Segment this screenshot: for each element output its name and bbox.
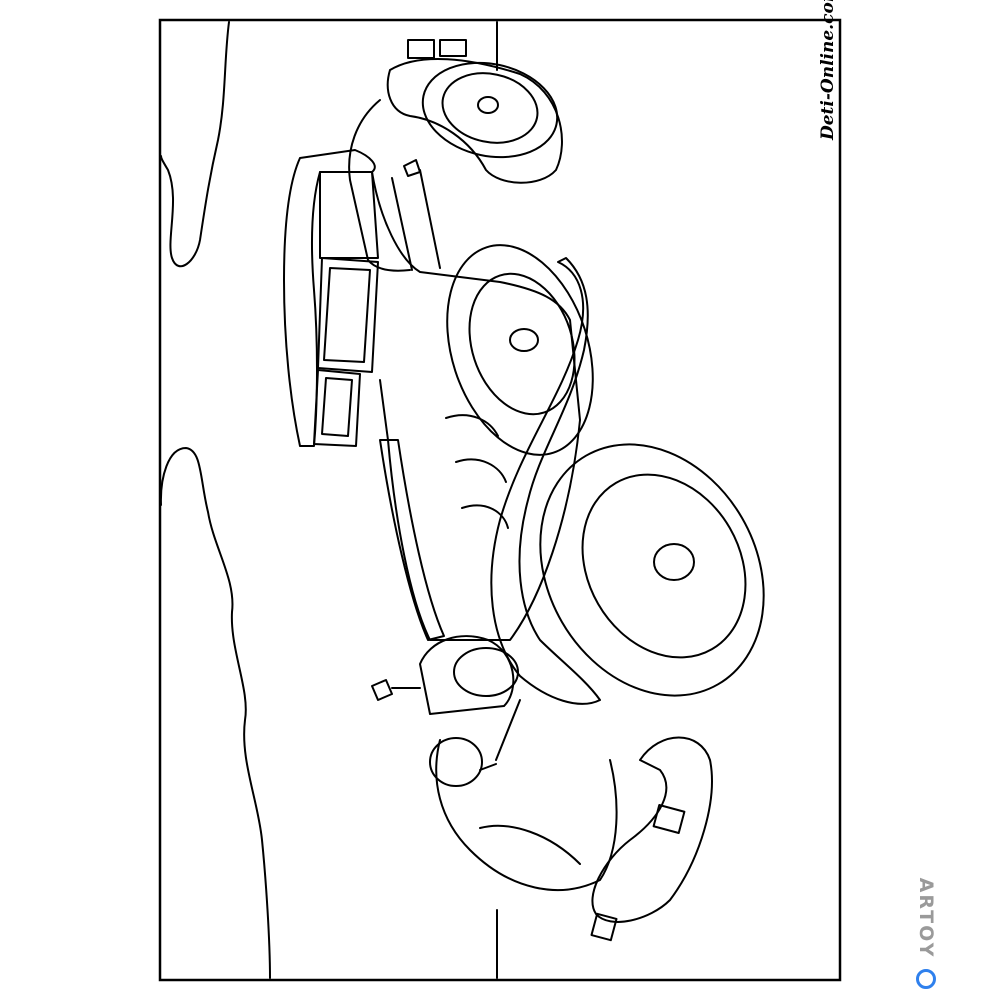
car-mirror bbox=[371, 679, 421, 701]
car-window-front bbox=[317, 257, 379, 373]
landscape-hill-upper bbox=[160, 21, 230, 268]
car-headlight-mount bbox=[419, 635, 515, 715]
car-body-side bbox=[371, 171, 581, 641]
landscape-hill-lower bbox=[159, 447, 271, 979]
car-lamp-arm bbox=[479, 699, 521, 771]
car-middle-wheel-rim bbox=[468, 272, 576, 416]
site-watermark: Deti-Online.com bbox=[818, 0, 838, 141]
car-spare-wheel-hub bbox=[477, 96, 499, 114]
car-middle-wheel bbox=[446, 244, 594, 456]
car-middle-wheel-hub bbox=[509, 328, 539, 352]
car-exhaust-pipes bbox=[445, 414, 509, 529]
car-door-line bbox=[391, 169, 441, 271]
vintage-car bbox=[283, 39, 765, 942]
artoyo-logo: ARTOY bbox=[913, 862, 939, 992]
car-side-lamp bbox=[429, 737, 483, 787]
car-front-fender bbox=[490, 257, 601, 705]
car-bumper-block-2 bbox=[652, 804, 686, 834]
car-roof-inner bbox=[319, 171, 379, 259]
car-window-front-inner bbox=[323, 267, 371, 363]
car-roof bbox=[283, 149, 376, 447]
artoyo-logo-text: ARTOY bbox=[915, 877, 937, 959]
car-rear-fender bbox=[386, 57, 563, 184]
car-front-wheel-rim bbox=[581, 473, 747, 659]
car-bumper bbox=[591, 736, 713, 923]
artoyo-logo-mark-icon bbox=[916, 969, 936, 989]
car-spare-wheel bbox=[421, 61, 559, 159]
car-front-wheel-hub bbox=[653, 543, 695, 581]
car-window-rear bbox=[313, 369, 361, 447]
car-hood-front bbox=[435, 739, 618, 891]
car-front-wheel bbox=[539, 443, 765, 697]
car-tail-light bbox=[407, 39, 435, 59]
car-bumper-block bbox=[590, 912, 618, 942]
car-small-latch bbox=[403, 159, 421, 177]
car-window-rear-inner bbox=[321, 377, 353, 437]
car-grille-line bbox=[479, 824, 581, 865]
car-body-panel bbox=[348, 99, 411, 272]
car-running-board bbox=[379, 439, 445, 641]
car-tail-light-2 bbox=[439, 39, 467, 57]
car-spare-wheel-rim bbox=[441, 72, 539, 144]
car-headlight bbox=[453, 647, 519, 697]
